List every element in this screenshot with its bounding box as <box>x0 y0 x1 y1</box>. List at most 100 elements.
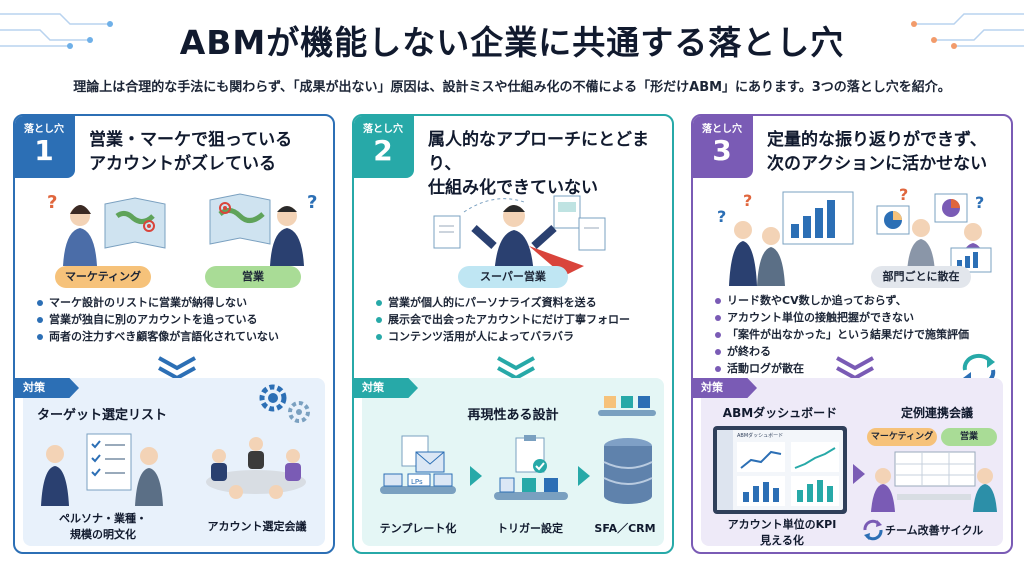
bar-chart-icon <box>782 191 854 245</box>
pitfall-title: 営業・マーケで狙っている アカウントがズレている <box>89 128 329 176</box>
pitfall-bullets: マーケ設計のリストに営業が納得しない 営業が独自に別のアカウントを追っている 両… <box>35 294 330 345</box>
pitfall-card-2: 落とし穴 2 属人的なアプローチにとどまり、 仕組み化できていない スーパー営業… <box>352 114 674 554</box>
list-item: 「案件が出なかった」という結果だけで施策評価 <box>713 326 1008 343</box>
question-icon: ? <box>307 192 317 213</box>
circuit-decoration-right <box>911 13 1024 49</box>
document-icon <box>433 215 461 249</box>
solution-b-label: チーム改善サイクル <box>885 524 984 537</box>
pitfall-bullets: 営業が個人的にパーソナライズ資料を送る 展示会で出会ったアカウントにだけ丁寧フォ… <box>374 294 669 345</box>
badge-label: 落とし穴 <box>24 124 64 135</box>
question-icon: ? <box>975 193 984 212</box>
bar-chart-icon <box>737 442 839 506</box>
cycle-icon <box>863 519 883 541</box>
map-icon <box>209 193 271 245</box>
list-item: マーケ設計のリストに営業が納得しない <box>35 294 330 311</box>
sales-tag: 営業 <box>205 266 301 288</box>
label-line: 規模の明文化 <box>70 528 136 541</box>
label-line: 見える化 <box>760 534 804 547</box>
solution-a-label: テンプレート化 <box>379 522 457 535</box>
pie-chart-icon <box>934 193 968 223</box>
countermeasure-tag: 対策 <box>354 378 418 398</box>
marketing-tag: マーケティング <box>867 428 937 446</box>
list-item: 活動ログが散在 <box>713 360 1008 377</box>
solution-b-label: トリガー設定 <box>497 522 563 535</box>
mail-icon <box>415 451 445 473</box>
list-item: 営業が独自に別のアカウントを追っている <box>35 311 330 328</box>
solution-a-label: ペルソナ・業種・ 規模の明文化 <box>43 510 163 542</box>
pitfall-badge: 落とし穴 3 <box>693 116 753 178</box>
badge-number: 2 <box>373 134 393 167</box>
scattered-tag: 部門ごとに散在 <box>871 266 971 288</box>
list-item: が終わる <box>713 343 1008 360</box>
countermeasure-panel: 再現性ある設計 LPs <box>362 378 664 546</box>
solution-a-label: アカウント単位のKPI 見える化 <box>709 516 855 548</box>
gear-icon <box>259 384 310 423</box>
question-icon: ? <box>899 186 908 204</box>
pitfall-badge: 落とし穴 1 <box>15 116 75 178</box>
title-line: アカウントがズレている <box>89 154 276 174</box>
solution-title: ターゲット選定リスト <box>37 408 168 423</box>
pitfall-badge: 落とし穴 2 <box>354 116 414 178</box>
list-item: アカウント単位の接触把握ができない <box>713 309 1008 326</box>
list-item: 展示会で出会ったアカウントにだけ丁寧フォロー <box>374 311 669 328</box>
page-subtitle: 理論上は合理的な手法にも関わらず、「成果が出ない」原因は、設計ミスや仕組み化の不… <box>73 80 951 95</box>
title-line: 次のアクションに活かせない <box>767 154 988 174</box>
solution-c-label: SFA／CRM <box>594 522 656 535</box>
pitfall-bullets: リード数やCV数しか追っておらず、 アカウント単位の接触把握ができない 「案件が… <box>713 292 1008 377</box>
solution-b-label: アカウント選定会議 <box>207 520 307 533</box>
scattered-data-illustration: ? ? ? ? <box>717 186 992 286</box>
dashboard-screen: ABMダッシュボード <box>713 426 847 514</box>
dashboard-label: ABMダッシュボード <box>737 433 784 439</box>
countermeasure-tag: 対策 <box>693 378 757 398</box>
list-item: リード数やCV数しか追っておらず、 <box>713 292 1008 309</box>
map-icon <box>104 197 166 249</box>
countermeasure-panel: ABMダッシュボード 定例連携会議 ABMダッシュボード マーケティング 営業 <box>701 378 1003 548</box>
circuit-decoration-left <box>0 13 113 49</box>
arrow-right-icon <box>578 466 590 486</box>
solution-title-b: 定例連携会議 <box>900 406 973 420</box>
solution-title: 再現性ある設計 <box>467 408 559 423</box>
countermeasure-panel: ターゲット選定リスト ペルソナ・業種・ 規模の明文化 アカウント選定会議 <box>23 378 325 546</box>
label-line: ペルソナ・業種・ <box>59 512 147 525</box>
pitfall-card-3: 落とし穴 3 定量的な振り返りができず、 次のアクションに活かせない ? ? ?… <box>691 114 1013 554</box>
pitfall-card-1: 落とし穴 1 営業・マーケで狙っている アカウントがズレている ? ? マーケテ… <box>13 114 335 554</box>
document-icon <box>578 217 606 251</box>
misaligned-accounts-illustration: ? ? <box>47 192 317 266</box>
question-icon: ? <box>717 207 726 226</box>
meeting-illustration <box>206 437 306 499</box>
page-title: ABMが機能しない企業に共通する落とし穴 <box>179 23 845 62</box>
pitfall-title: 定量的な振り返りができず、 次のアクションに活かせない <box>767 128 1007 176</box>
badge-label: 落とし穴 <box>363 124 403 135</box>
countermeasure-tag: 対策 <box>15 378 79 398</box>
badge-number: 1 <box>34 134 54 167</box>
pie-chart-icon <box>876 205 910 235</box>
title-line: 属人的なアプローチにとどまり、 <box>428 130 649 174</box>
sales-tag: 営業 <box>941 428 997 446</box>
database-icon <box>603 438 653 504</box>
solution-title-a: ABMダッシュボード <box>722 406 838 420</box>
checklist-icon <box>86 433 132 491</box>
arrow-right-icon <box>853 464 865 484</box>
marketing-tag: マーケティング <box>55 266 151 288</box>
badge-number: 3 <box>712 134 732 167</box>
checklist-illustration <box>41 433 163 506</box>
question-icon: ? <box>47 192 57 213</box>
trigger-illustration <box>494 435 568 500</box>
super-sales-tag: スーパー営業 <box>458 266 568 288</box>
arrow-right-icon <box>470 466 482 486</box>
question-icon: ? <box>743 191 752 210</box>
label-line: アカウント単位のKPI <box>727 518 837 531</box>
title-line: 仕組み化できていない <box>428 178 598 198</box>
list-item: コンテンツ活用が人によってバラバラ <box>374 328 669 345</box>
title-line: 営業・マーケで狙っている <box>89 130 293 150</box>
title-line: 定量的な振り返りができず、 <box>767 130 987 150</box>
list-item: 両者の注力すべき顧客像が言語化されていない <box>35 328 330 345</box>
meeting-illustration <box>871 451 997 512</box>
document-icon <box>553 195 581 229</box>
badge-label: 落とし穴 <box>702 124 742 135</box>
conveyor-icon <box>598 396 656 416</box>
lp-label: LPs <box>411 478 423 486</box>
template-illustration: LPs <box>380 435 456 494</box>
pitfall-title: 属人的なアプローチにとどまり、 仕組み化できていない <box>428 128 668 200</box>
list-item: 営業が個人的にパーソナライズ資料を送る <box>374 294 669 311</box>
